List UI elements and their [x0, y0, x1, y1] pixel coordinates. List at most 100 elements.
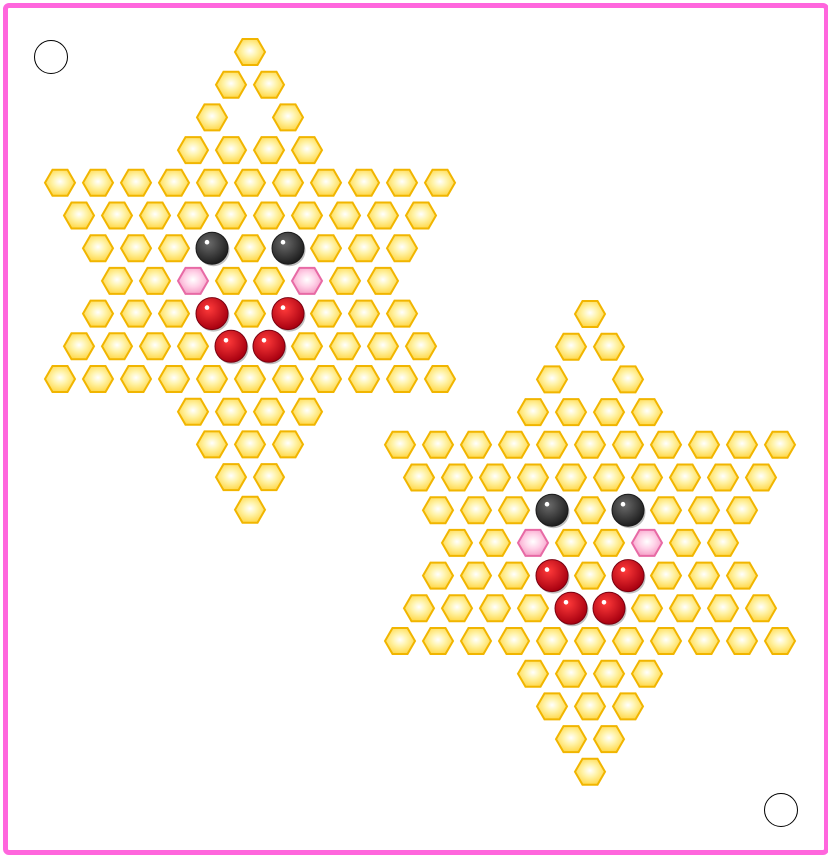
hexagon-bead-icon — [499, 628, 529, 654]
hexagon-bead-icon — [404, 465, 434, 491]
hexagon-bead-icon — [423, 497, 453, 523]
hexagon-bead-icon — [159, 170, 189, 196]
hexagon-bead-icon — [178, 137, 208, 163]
hexagon-bead-icon — [689, 563, 719, 589]
round-red-bead-icon — [196, 298, 230, 332]
hexagon-bead-icon — [651, 628, 681, 654]
hexagon-bead-icon — [273, 104, 303, 130]
hexagon-bead-icon — [349, 366, 379, 392]
hexagon-bead-icon — [461, 628, 491, 654]
hexagon-bead-icon — [765, 628, 795, 654]
pink-hexagon-bead-icon — [178, 268, 208, 294]
hexagon-bead-icon — [216, 203, 246, 229]
hexagon-bead-icon — [387, 301, 417, 327]
hexagon-bead-icon — [121, 366, 151, 392]
hexagon-bead-icon — [537, 693, 567, 719]
hexagon-bead-icon — [689, 497, 719, 523]
hexagon-bead-icon — [442, 595, 472, 621]
hexagon-bead-icon — [385, 628, 415, 654]
hexagon-bead-icon — [273, 170, 303, 196]
round-red-bead-icon — [536, 560, 570, 594]
hexagon-bead-icon — [670, 595, 700, 621]
hexagon-bead-icon — [121, 235, 151, 261]
hexagon-bead-icon — [442, 465, 472, 491]
hexagon-bead-icon — [45, 170, 75, 196]
hexagon-bead-icon — [45, 366, 75, 392]
hexagon-bead-icon — [594, 726, 624, 752]
hexagon-bead-icon — [83, 366, 113, 392]
hexagon-bead-icon — [632, 465, 662, 491]
hexagon-bead-icon — [556, 661, 586, 687]
hexagon-bead-icon — [406, 203, 436, 229]
round-black-bead-icon — [536, 494, 570, 528]
round-red-bead-icon — [253, 330, 287, 364]
hexagon-bead-icon — [235, 301, 265, 327]
hexagon-bead-icon — [254, 72, 284, 98]
hexagon-bead-icon — [556, 334, 586, 360]
hexagon-bead-icon — [689, 432, 719, 458]
hexagon-bead-icon — [273, 366, 303, 392]
hexagon-bead-icon — [349, 301, 379, 327]
hexagon-bead-icon — [292, 333, 322, 359]
hexagon-bead-icon — [292, 137, 322, 163]
hexagon-bead-icon — [216, 72, 246, 98]
hexagon-bead-icon — [292, 399, 322, 425]
hexagon-bead-icon — [235, 497, 265, 523]
hexagon-bead-icon — [442, 530, 472, 556]
hexagon-bead-icon — [102, 268, 132, 294]
hexagon-bead-icon — [499, 497, 529, 523]
hexagon-bead-icon — [727, 432, 757, 458]
hexagon-bead-icon — [368, 268, 398, 294]
hexagon-bead-icon — [387, 170, 417, 196]
hexagon-bead-icon — [613, 693, 643, 719]
hexagon-bead-icon — [746, 465, 776, 491]
hexagon-bead-icon — [387, 235, 417, 261]
hexagon-bead-icon — [708, 465, 738, 491]
hexagon-bead-icon — [254, 464, 284, 490]
hexagon-bead-icon — [254, 137, 284, 163]
hexagon-bead-icon — [140, 268, 170, 294]
hexagon-bead-icon — [404, 595, 434, 621]
hexagon-bead-icon — [254, 268, 284, 294]
hexagon-bead-icon — [197, 366, 227, 392]
hexagon-bead-icon — [575, 497, 605, 523]
hexagon-bead-icon — [216, 268, 246, 294]
hexagon-bead-icon — [670, 465, 700, 491]
hexagon-bead-icon — [197, 104, 227, 130]
hexagon-bead-icon — [518, 465, 548, 491]
round-black-bead-icon — [612, 494, 646, 528]
hexagon-bead-icon — [368, 333, 398, 359]
hexagon-bead-icon — [83, 235, 113, 261]
hexagon-bead-icon — [235, 170, 265, 196]
round-red-bead-icon — [555, 592, 589, 626]
hexagon-bead-icon — [651, 432, 681, 458]
hexagon-bead-icon — [708, 530, 738, 556]
hexagon-bead-icon — [727, 563, 757, 589]
hexagon-bead-icon — [518, 661, 548, 687]
hexagon-bead-icon — [121, 301, 151, 327]
hexagon-bead-icon — [689, 628, 719, 654]
round-black-bead-icon — [196, 232, 230, 266]
round-red-bead-icon — [593, 592, 627, 626]
hexagon-bead-icon — [556, 530, 586, 556]
hexagon-bead-icon — [613, 366, 643, 392]
hexagon-bead-icon — [461, 432, 491, 458]
pink-hexagon-bead-icon — [632, 530, 662, 556]
hexagon-bead-icon — [575, 693, 605, 719]
hexagon-bead-icon — [594, 661, 624, 687]
hexagon-bead-icon — [349, 170, 379, 196]
hexagon-bead-icon — [708, 595, 738, 621]
hexagon-bead-icon — [368, 203, 398, 229]
hexagon-bead-icon — [330, 268, 360, 294]
hexagon-bead-icon — [556, 726, 586, 752]
hexagon-bead-icon — [64, 203, 94, 229]
hexagon-bead-icon — [216, 399, 246, 425]
hexagon-bead-icon — [235, 235, 265, 261]
hexagon-bead-icon — [216, 137, 246, 163]
hexagon-bead-icon — [746, 595, 776, 621]
hexagon-bead-icon — [235, 39, 265, 65]
hexagon-bead-icon — [632, 661, 662, 687]
hexagon-bead-icon — [575, 628, 605, 654]
hexagon-bead-icon — [727, 497, 757, 523]
